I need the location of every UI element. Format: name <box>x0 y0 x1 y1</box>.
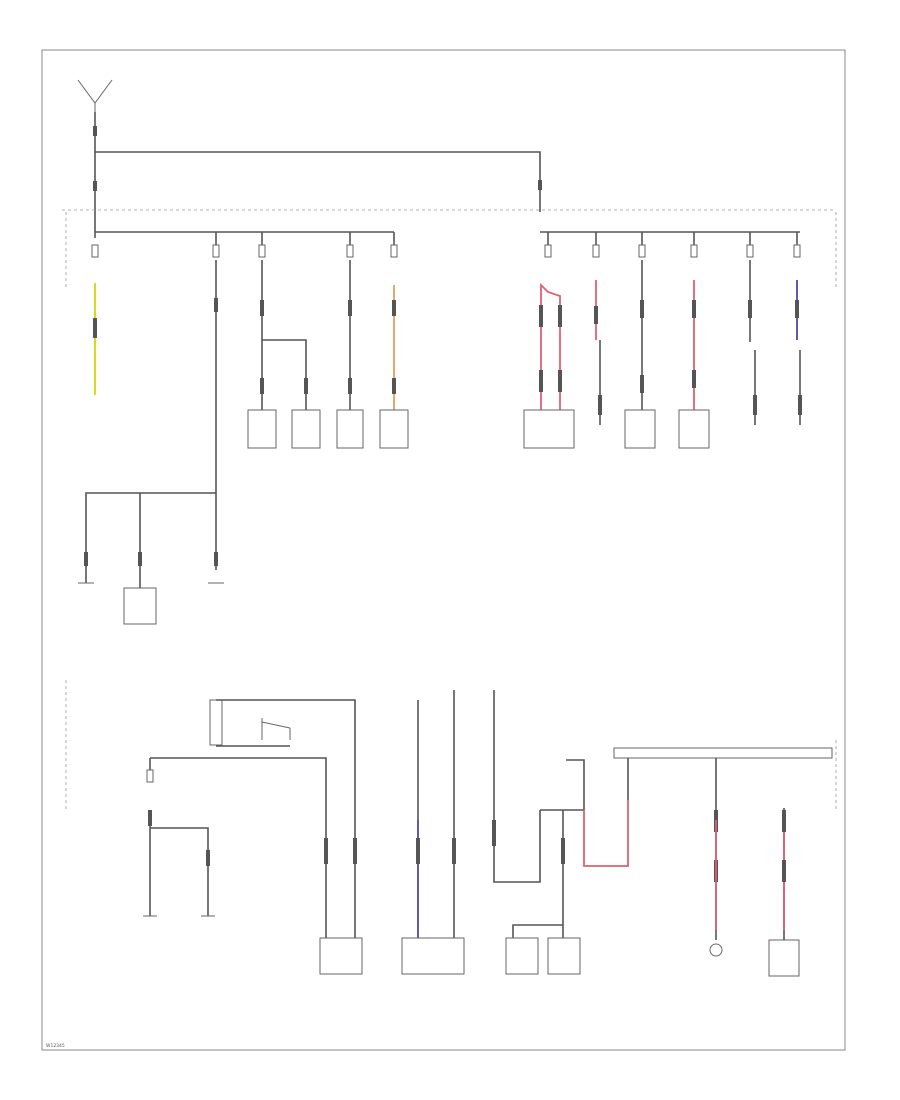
component-box <box>319 937 363 975</box>
battery-symbol <box>77 79 113 112</box>
component-circle <box>709 943 723 957</box>
component-box <box>678 409 710 449</box>
component-box <box>624 409 656 449</box>
fuse-glyphs-left <box>91 244 398 258</box>
diagram-frame <box>41 49 846 1051</box>
diagram-code: W12345 <box>46 1043 65 1049</box>
fuse-glyphs-right <box>544 244 801 258</box>
component-box <box>379 409 409 449</box>
component-box <box>291 409 321 449</box>
component-box <box>401 937 465 975</box>
wire-red <box>583 800 629 867</box>
component-box <box>505 937 539 975</box>
component-box <box>547 937 581 975</box>
fuse-strip <box>613 747 833 759</box>
component-box <box>247 409 277 449</box>
component-box <box>523 409 575 449</box>
component-box <box>336 409 364 449</box>
top-bus-wire <box>95 151 541 212</box>
relay-box <box>209 699 223 746</box>
component-box <box>123 587 157 625</box>
component-box <box>768 939 800 977</box>
wire-red <box>540 282 561 410</box>
